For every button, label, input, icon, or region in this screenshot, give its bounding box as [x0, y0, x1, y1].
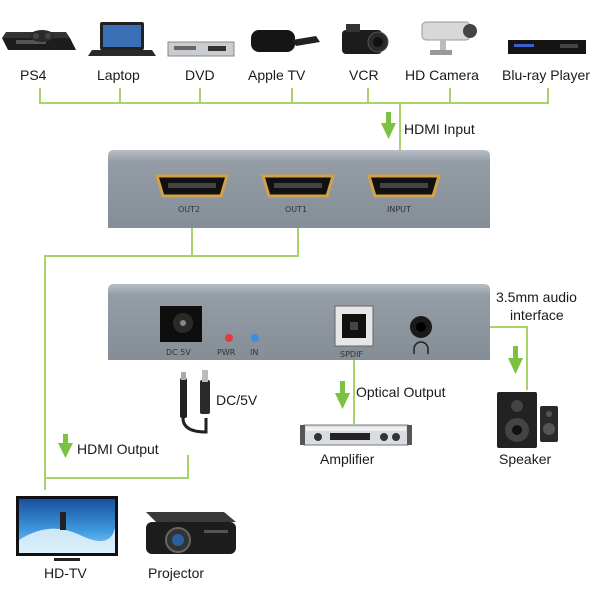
output-label-hd-tv: HD-TV [44, 565, 87, 581]
audio-jack-icon [410, 316, 432, 338]
hd-camera-icon [421, 21, 477, 55]
optical-arrow [335, 381, 350, 409]
out1-port-label: OUT1 [285, 205, 308, 214]
headphone-icon [413, 341, 429, 354]
splitter-back-box [108, 284, 490, 360]
blu-ray-icon [508, 40, 586, 54]
source-label-dvd: DVD [185, 67, 215, 83]
projector-icon [146, 512, 236, 554]
dc-jack-icon [160, 306, 202, 342]
audio-interface-label-1: 3.5mm audio [496, 289, 577, 305]
ps4-icon [2, 30, 76, 50]
amplifier-icon [300, 424, 412, 446]
pwr-led-icon [225, 334, 233, 342]
in-led-label: IN [250, 348, 259, 357]
dc-power-plug-icon [180, 370, 210, 434]
laptop-icon [88, 22, 156, 56]
audio-interface-label-2: interface [510, 307, 564, 323]
hd-tv-icon [16, 496, 118, 561]
in-led-icon [251, 334, 259, 342]
speaker-icon [497, 392, 558, 448]
spdif-port-label: SPDIF [340, 350, 364, 359]
hdmi-input-label: HDMI Input [404, 121, 475, 137]
hdmi-input-arrow [381, 112, 396, 139]
vcr-icon [342, 24, 389, 54]
source-label-apple-tv: Apple TV [248, 67, 306, 83]
audio-arrow [508, 346, 523, 374]
pwr-led-label: PWR [217, 348, 236, 357]
hdmi-output-arrow [58, 434, 73, 458]
source-label-hd-camera: HD Camera [405, 67, 479, 83]
source-label-laptop: Laptop [97, 67, 140, 83]
hdmi-port-out1-icon [260, 174, 336, 198]
apple-tv-icon [251, 30, 320, 52]
input-port-label: INPUT [387, 205, 411, 214]
source-label-vcr: VCR [349, 67, 379, 83]
optical-output-label: Optical Output [356, 384, 446, 400]
amplifier-label: Amplifier [320, 451, 375, 467]
spdif-port-icon [334, 305, 374, 347]
source-devices [2, 21, 586, 57]
dvd-icon [167, 41, 235, 57]
hdmi-port-out2-icon [154, 174, 230, 198]
source-label-blu-ray-player: Blu-ray Player [502, 67, 590, 83]
output-label-projector: Projector [148, 565, 205, 581]
speaker-label: Speaker [499, 451, 552, 467]
source-label-ps4: PS4 [20, 67, 47, 83]
hdmi-output-label: HDMI Output [77, 441, 159, 457]
dc-power-label: DC/5V [216, 392, 258, 408]
out2-port-label: OUT2 [178, 205, 201, 214]
dc-port-label: DC 5V [166, 348, 191, 357]
hdmi-port-input-icon [366, 174, 442, 198]
